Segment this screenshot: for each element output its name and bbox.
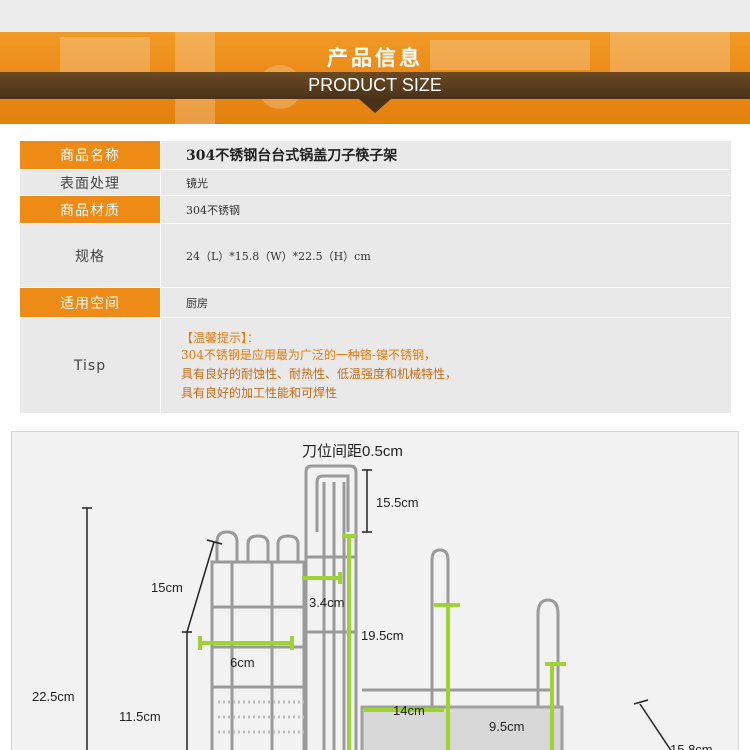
spec-row-name: 商品名称 304不锈钢台台式锅盖刀子筷子架 xyxy=(19,140,732,170)
rear-height-label: 9.5cm xyxy=(489,719,524,734)
spec-row-size: 规格 24（L）*15.8（W）*22.5（H）cm xyxy=(19,223,732,288)
rack-drawing: 刀位间距0.5cm 15.5cm 15cm 3.4cm 19.5cm 6cm 2… xyxy=(32,443,713,750)
tip-line-2: 具有良好的耐蚀性、耐热性、低温强度和机械特性， xyxy=(181,366,458,381)
spec-label-name: 商品名称 xyxy=(19,140,161,170)
spec-label-tips: Tisp xyxy=(19,317,161,414)
basket-top-label: 15cm xyxy=(151,580,183,595)
spec-value-finish: 镜光 xyxy=(160,169,732,196)
green-dimension-bars xyxy=(198,534,566,750)
lid-depth-label: 14cm xyxy=(393,703,425,718)
tip-line-3: 具有良好的加工性能和可焊性 xyxy=(181,385,338,400)
banner-strip xyxy=(0,72,750,99)
lid-height-label: 19.5cm xyxy=(361,628,404,643)
top-gray-band xyxy=(0,0,750,32)
spec-value-tips: 【温馨提示】： 304不锈钢是应用最为广泛的一种铬-镍不锈钢， 具有良好的耐蚀性… xyxy=(160,317,732,414)
banner-title: 产品信息 xyxy=(327,46,423,70)
spec-row-finish: 表面处理 镜光 xyxy=(19,169,732,196)
spec-label-space: 适用空间 xyxy=(19,287,161,318)
spec-row-space: 适用空间 厨房 xyxy=(19,287,732,318)
chopstick-basket-drawing xyxy=(210,530,306,750)
black-dimension-lines xyxy=(82,469,672,750)
spec-value-material: 304不锈钢 xyxy=(160,195,732,224)
spec-value-space: 厨房 xyxy=(160,287,732,318)
lid-rack-drawing xyxy=(360,548,564,750)
knife-gap-label: 刀位间距0.5cm xyxy=(302,443,403,460)
total-height-label: 22.5cm xyxy=(32,689,75,704)
spec-label-finish: 表面处理 xyxy=(19,169,161,196)
knife-height-label: 15.5cm xyxy=(376,495,419,510)
width-label: 15.8cm xyxy=(670,742,713,750)
spec-row-material: 商品材质 304不锈钢 xyxy=(19,195,732,224)
banner-down-arrow-icon xyxy=(359,99,391,113)
dimension-diagram: 刀位间距0.5cm 15.5cm 15cm 3.4cm 19.5cm 6cm 2… xyxy=(11,431,739,750)
slot-width-label: 3.4cm xyxy=(309,595,344,610)
banner-subtitle: PRODUCT SIZE xyxy=(308,75,442,95)
spec-label-size: 规格 xyxy=(19,223,161,288)
spec-row-tips: Tisp 【温馨提示】： 304不锈钢是应用最为广泛的一种铬-镍不锈钢， 具有良… xyxy=(19,317,732,414)
spec-value-size: 24（L）*15.8（W）*22.5（H）cm xyxy=(160,223,732,288)
tip-heading: 【温馨提示】： xyxy=(181,330,260,345)
tip-line-1: 304不锈钢是应用最为广泛的一种铬-镍不锈钢， xyxy=(181,347,436,362)
spec-value-name: 304不锈钢台台式锅盖刀子筷子架 xyxy=(160,140,732,170)
basket-height-label: 11.5cm xyxy=(119,709,161,724)
spec-label-material: 商品材质 xyxy=(19,195,161,224)
product-info-banner: 产品信息 PRODUCT SIZE xyxy=(0,32,750,124)
basket-width-label: 6cm xyxy=(230,655,255,670)
spec-table: 商品名称 304不锈钢台台式锅盖刀子筷子架 表面处理 镜光 商品材质 304不锈… xyxy=(19,140,732,414)
